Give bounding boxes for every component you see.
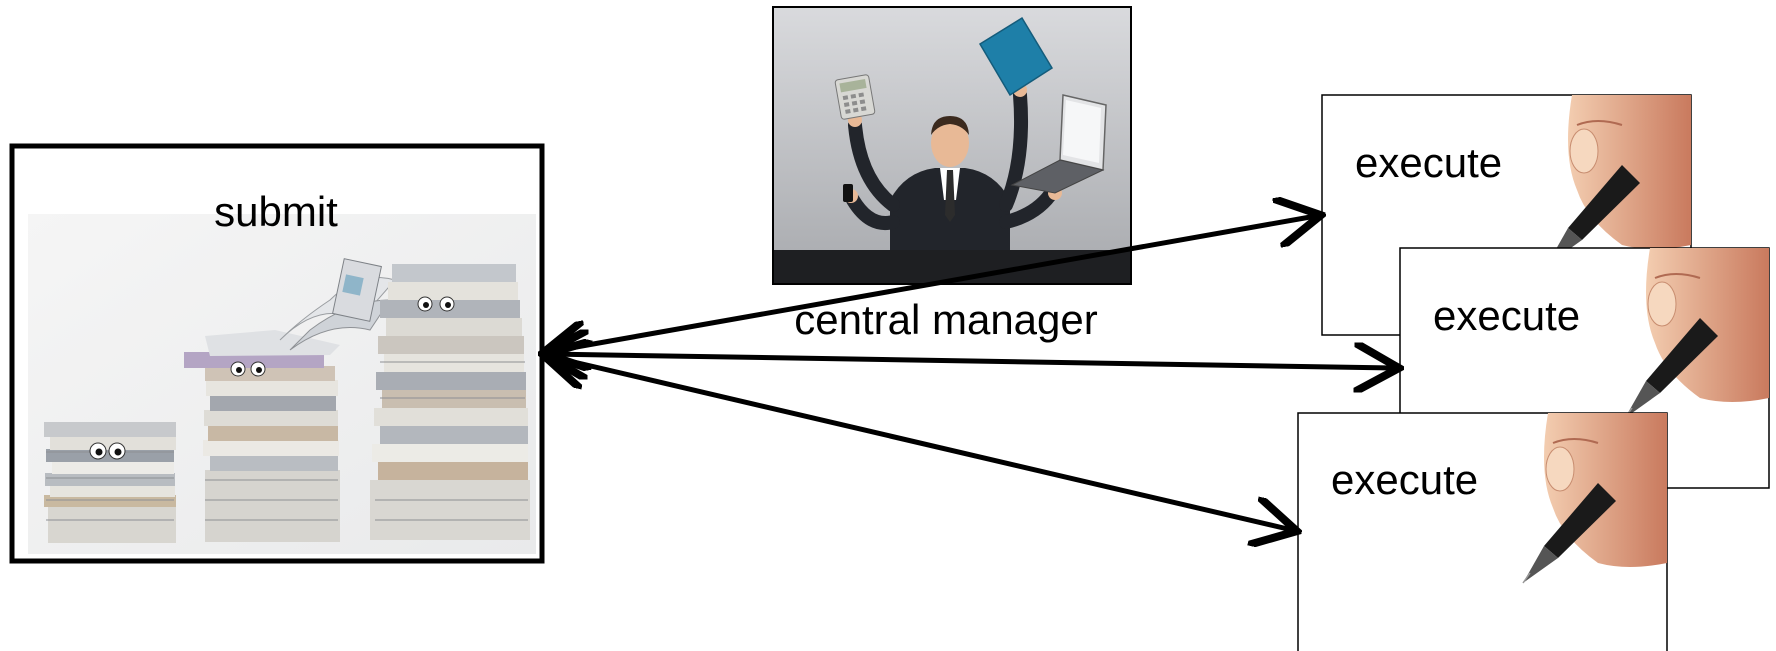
phone-icon (843, 184, 853, 202)
arrow-submit-to-worker-3 (548, 356, 1292, 530)
arrow-submit-to-worker-2 (548, 354, 1394, 368)
hand-pen-icon (1624, 248, 1769, 419)
folder-icon (978, 16, 1054, 97)
hand-pen-icon (1522, 413, 1667, 584)
worker-label-1: execute (1355, 139, 1502, 186)
worker-label-2: execute (1433, 292, 1580, 339)
googly-eyes-small (89, 442, 126, 460)
laptop-icon (1010, 94, 1107, 194)
submit-node: submit (9, 143, 545, 564)
paper-stacks-icon (44, 258, 530, 543)
paper-stack-tall (370, 264, 530, 540)
central-manager-label: central manager (794, 296, 1098, 343)
calculator-icon (834, 74, 876, 120)
googly-eyes-medium (230, 361, 266, 377)
worker-node-3: execute (1297, 412, 1668, 651)
hand-pen-icon (1546, 95, 1691, 266)
paper-stack-small (44, 422, 176, 543)
googly-eyes-tall (417, 296, 455, 312)
connection-arrows (548, 216, 1394, 530)
central-manager-node: central manager (772, 6, 1132, 343)
paper-stack-medium (184, 330, 340, 542)
worker-label-3: execute (1331, 456, 1478, 503)
submit-label: submit (214, 188, 338, 235)
